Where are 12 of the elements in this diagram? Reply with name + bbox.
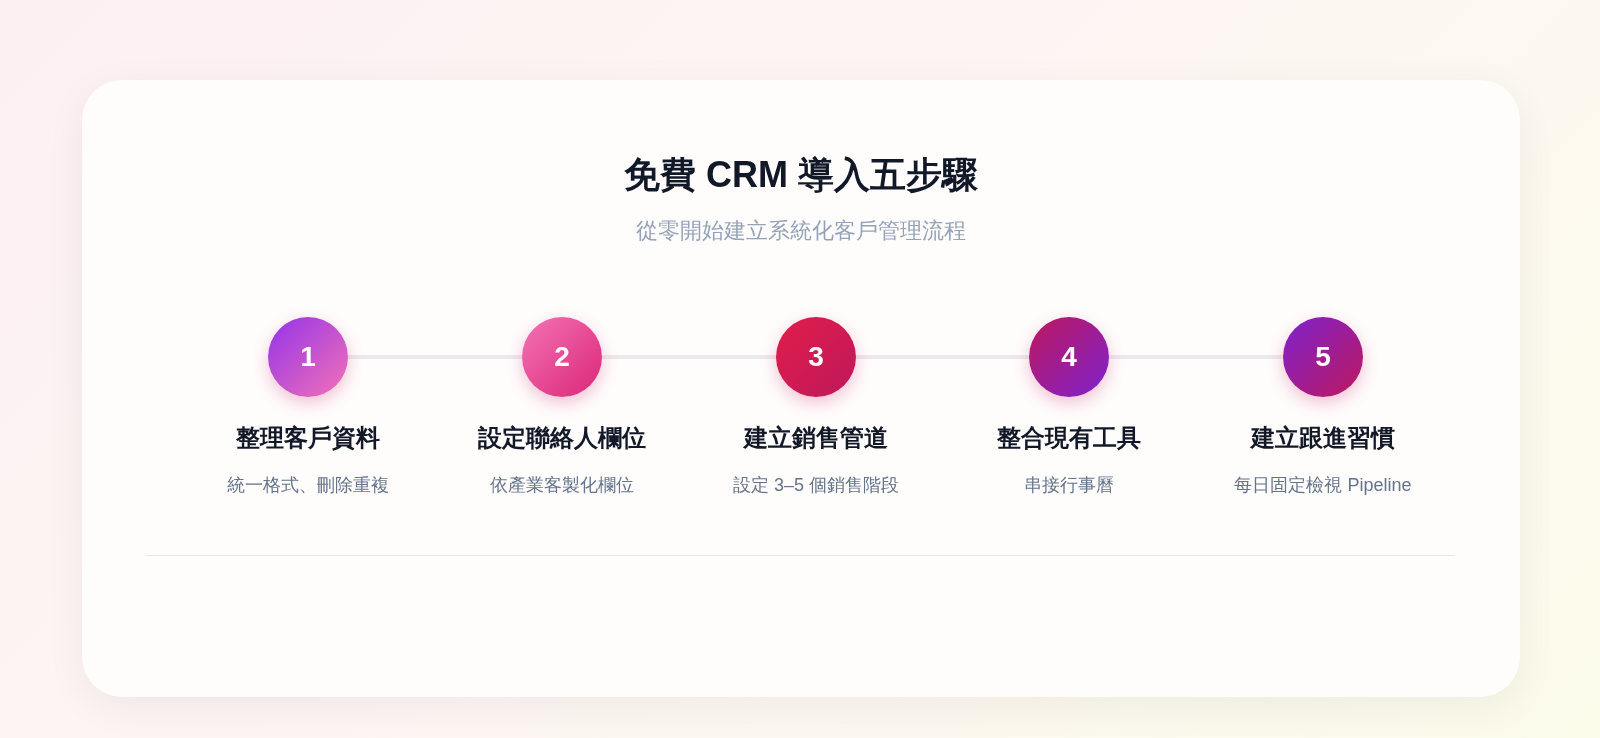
step-description: 依產業客製化欄位 bbox=[489, 474, 635, 497]
step-description: 串接行事曆 bbox=[1023, 474, 1115, 497]
step-heading: 整合現有工具 bbox=[996, 423, 1142, 453]
step-heading: 建立銷售管道 bbox=[742, 423, 889, 453]
step-heading: 整理客戶資料 bbox=[235, 423, 381, 453]
step-description: 統一格式、刪除重複 bbox=[226, 474, 390, 497]
title: 免費 CRM 導入五步驟 bbox=[624, 153, 978, 197]
step-description: 每日固定檢視 Pipeline bbox=[1233, 474, 1413, 497]
step-heading: 建立跟進習慣 bbox=[1249, 423, 1396, 453]
step-description: 設定 3–5 個銷售階段 bbox=[731, 474, 900, 497]
subtitle: 從零開始建立系統化客戶管理流程 bbox=[636, 217, 966, 245]
step-heading: 設定聯絡人欄位 bbox=[477, 423, 647, 453]
